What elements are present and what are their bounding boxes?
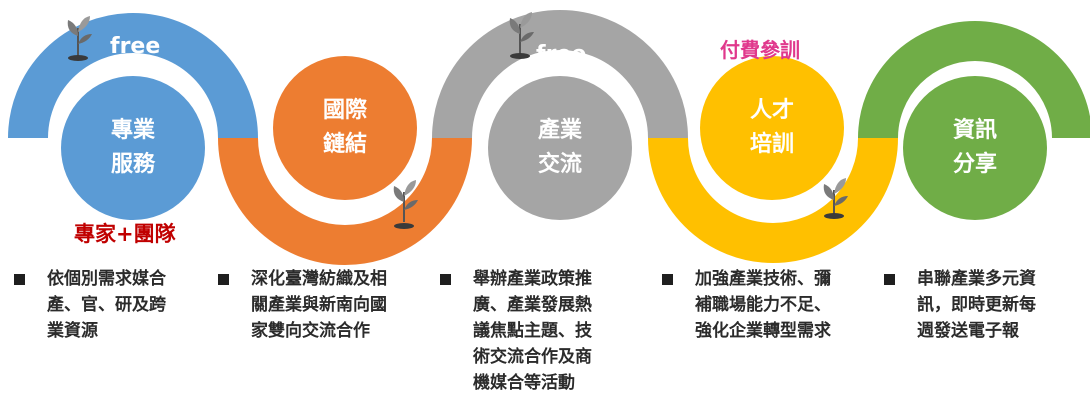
- paid-training-note: 付費參訓: [720, 38, 800, 62]
- description-text: 依個別需求媒合 產、官、研及跨 業資源: [47, 269, 166, 341]
- stage-text: 人才 培訓: [749, 98, 794, 157]
- sprout-icon: [509, 12, 534, 59]
- stage-circle-3: [488, 76, 632, 220]
- sprout-icon: [393, 180, 418, 229]
- description-text: 串聯產業多元資 訊，即時更新每 週發送電子報: [917, 269, 1036, 341]
- bullet-square: [884, 274, 895, 285]
- bullet-square: [14, 274, 25, 285]
- blue-arc: [8, 13, 258, 139]
- stage-label-5: 資訊 分享: [910, 114, 1040, 182]
- stage-label-4: 人才 培訓: [707, 94, 837, 162]
- gold-arc: [648, 137, 898, 263]
- description-1: 依個別需求媒合 產、官、研及跨 業資源: [14, 266, 166, 344]
- description-2: 深化臺灣紡織及相 關產業與新南向國 家雙向交流合作: [218, 266, 387, 344]
- stage-text: 資訊 分享: [952, 118, 997, 177]
- stage-label-2: 國際 鏈結: [280, 94, 410, 162]
- free-note-1: free: [110, 34, 161, 59]
- green-arc: [858, 21, 1090, 139]
- stage-text: 專業 服務: [110, 118, 155, 177]
- stage-label-3: 產業 交流: [495, 114, 625, 182]
- stage-text: 國際 鏈結: [322, 98, 367, 157]
- orange-arc: [218, 137, 472, 265]
- bullet-square: [440, 274, 451, 285]
- sprout-icon: [67, 16, 92, 61]
- bullet-square: [218, 274, 229, 285]
- stage-circle-2: [273, 56, 417, 200]
- stage-circle-4: [700, 56, 844, 200]
- description-text: 加強產業技術、彌 補職場能力不足、 強化企業轉型需求: [695, 269, 831, 341]
- stage-circle-5: [903, 76, 1047, 220]
- sprout-icon: [823, 178, 848, 219]
- bullet-square: [662, 274, 673, 285]
- stage-text: 產業 交流: [537, 118, 582, 177]
- free-note-2: free: [536, 42, 587, 67]
- stage-label-1: 專業 服務: [68, 114, 198, 182]
- stage-circle-1: [61, 76, 205, 220]
- description-5: 串聯產業多元資 訊，即時更新每 週發送電子報: [884, 266, 1036, 344]
- gray-arc: [432, 10, 688, 139]
- experts-team-note: 專家+團隊: [74, 222, 176, 246]
- description-text: 舉辦產業政策推 廣、產業發展熱 議焦點主題、技 術交流合作及商 機媒合等活動: [473, 269, 592, 393]
- description-3: 舉辦產業政策推 廣、產業發展熱 議焦點主題、技 術交流合作及商 機媒合等活動: [440, 266, 592, 396]
- description-text: 深化臺灣紡織及相 關產業與新南向國 家雙向交流合作: [251, 269, 387, 341]
- description-4: 加強產業技術、彌 補職場能力不足、 強化企業轉型需求: [662, 266, 831, 344]
